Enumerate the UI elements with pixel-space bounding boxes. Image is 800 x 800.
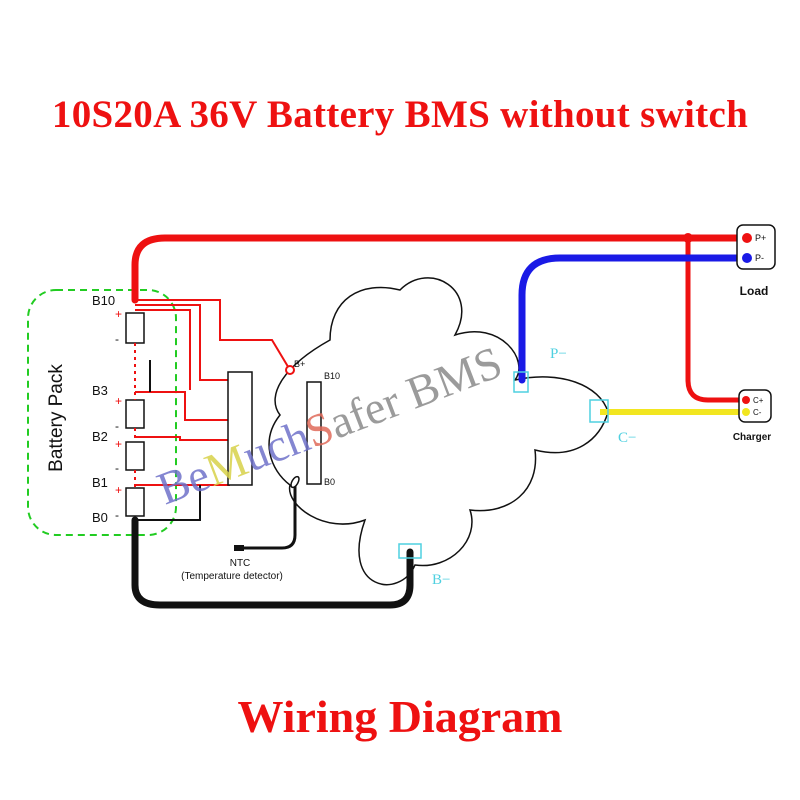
bms-b-plus-label: B+ bbox=[294, 359, 305, 369]
junction-dot bbox=[683, 233, 693, 243]
battery-cell bbox=[125, 441, 145, 471]
minus-mark: - bbox=[115, 461, 119, 475]
pad-b-minus bbox=[398, 543, 422, 559]
ntc-label: NTC bbox=[230, 558, 251, 569]
diagram-subtitle: Wiring Diagram bbox=[237, 691, 563, 742]
node-label-b2: B2 bbox=[92, 429, 108, 444]
b-plus-pad bbox=[285, 365, 295, 375]
battery-cell bbox=[125, 487, 145, 517]
bms-b10-label: B10 bbox=[324, 371, 340, 381]
ntc-sublabel: (Temperature detector) bbox=[181, 571, 283, 582]
plus-mark: + bbox=[115, 437, 122, 451]
wire-battery-negative bbox=[131, 516, 414, 609]
balance-connector-left bbox=[227, 371, 253, 486]
node-label-b1: B1 bbox=[92, 475, 108, 490]
diagram-title: 10S20A 36V Battery BMS without switch bbox=[51, 93, 749, 136]
battery-cells bbox=[125, 312, 145, 517]
bms-board-outline bbox=[268, 277, 609, 586]
load-p-minus-dot bbox=[742, 253, 752, 263]
charger-c-minus-label: C- bbox=[753, 408, 762, 417]
load-p-minus-label: P- bbox=[755, 253, 764, 263]
wire-positive bbox=[131, 234, 749, 304]
bms-b-minus-label: B− bbox=[432, 572, 450, 588]
polarity-marks: + - + - + - + - bbox=[115, 307, 122, 522]
battery-pack-label: Battery Pack bbox=[46, 364, 67, 472]
plus-mark: + bbox=[115, 483, 122, 497]
plus-mark: + bbox=[115, 394, 122, 408]
load-p-plus-dot bbox=[742, 233, 752, 243]
battery-pack-outline bbox=[27, 289, 177, 536]
load-p-plus-label: P+ bbox=[755, 233, 766, 243]
ntc-connector bbox=[290, 475, 300, 489]
minus-mark: - bbox=[115, 419, 119, 433]
bms-pads bbox=[398, 371, 609, 559]
ntc-sensor bbox=[234, 545, 244, 551]
pad-p-minus bbox=[513, 371, 529, 393]
wire-positive-charger bbox=[685, 238, 745, 403]
charger-terminal bbox=[738, 389, 772, 423]
battery-cell bbox=[125, 312, 145, 344]
node-label-b3: B3 bbox=[92, 383, 108, 398]
minus-mark: - bbox=[115, 508, 119, 522]
charger-label: Charger bbox=[733, 432, 771, 443]
charger-c-minus-dot bbox=[742, 408, 750, 416]
minus-mark: - bbox=[115, 332, 119, 346]
charger-c-plus-label: C+ bbox=[753, 396, 764, 405]
plus-mark: + bbox=[115, 307, 122, 321]
bms-c-minus-label: C− bbox=[618, 430, 636, 446]
node-label-b10: B10 bbox=[92, 293, 115, 308]
balance-lead-ground bbox=[135, 360, 201, 521]
ntc-lead bbox=[238, 482, 297, 550]
load-label: Load bbox=[740, 284, 769, 298]
pad-c-minus bbox=[589, 399, 609, 423]
battery-cell bbox=[125, 399, 145, 429]
bms-b0-label: B0 bbox=[324, 477, 335, 487]
balance-connector-right bbox=[306, 381, 322, 485]
wire-load-negative bbox=[518, 254, 749, 384]
balance-leads bbox=[135, 299, 291, 486]
node-label-b0: B0 bbox=[92, 510, 108, 525]
charger-c-plus-dot bbox=[742, 396, 750, 404]
bms-p-minus-label: P− bbox=[550, 346, 567, 362]
